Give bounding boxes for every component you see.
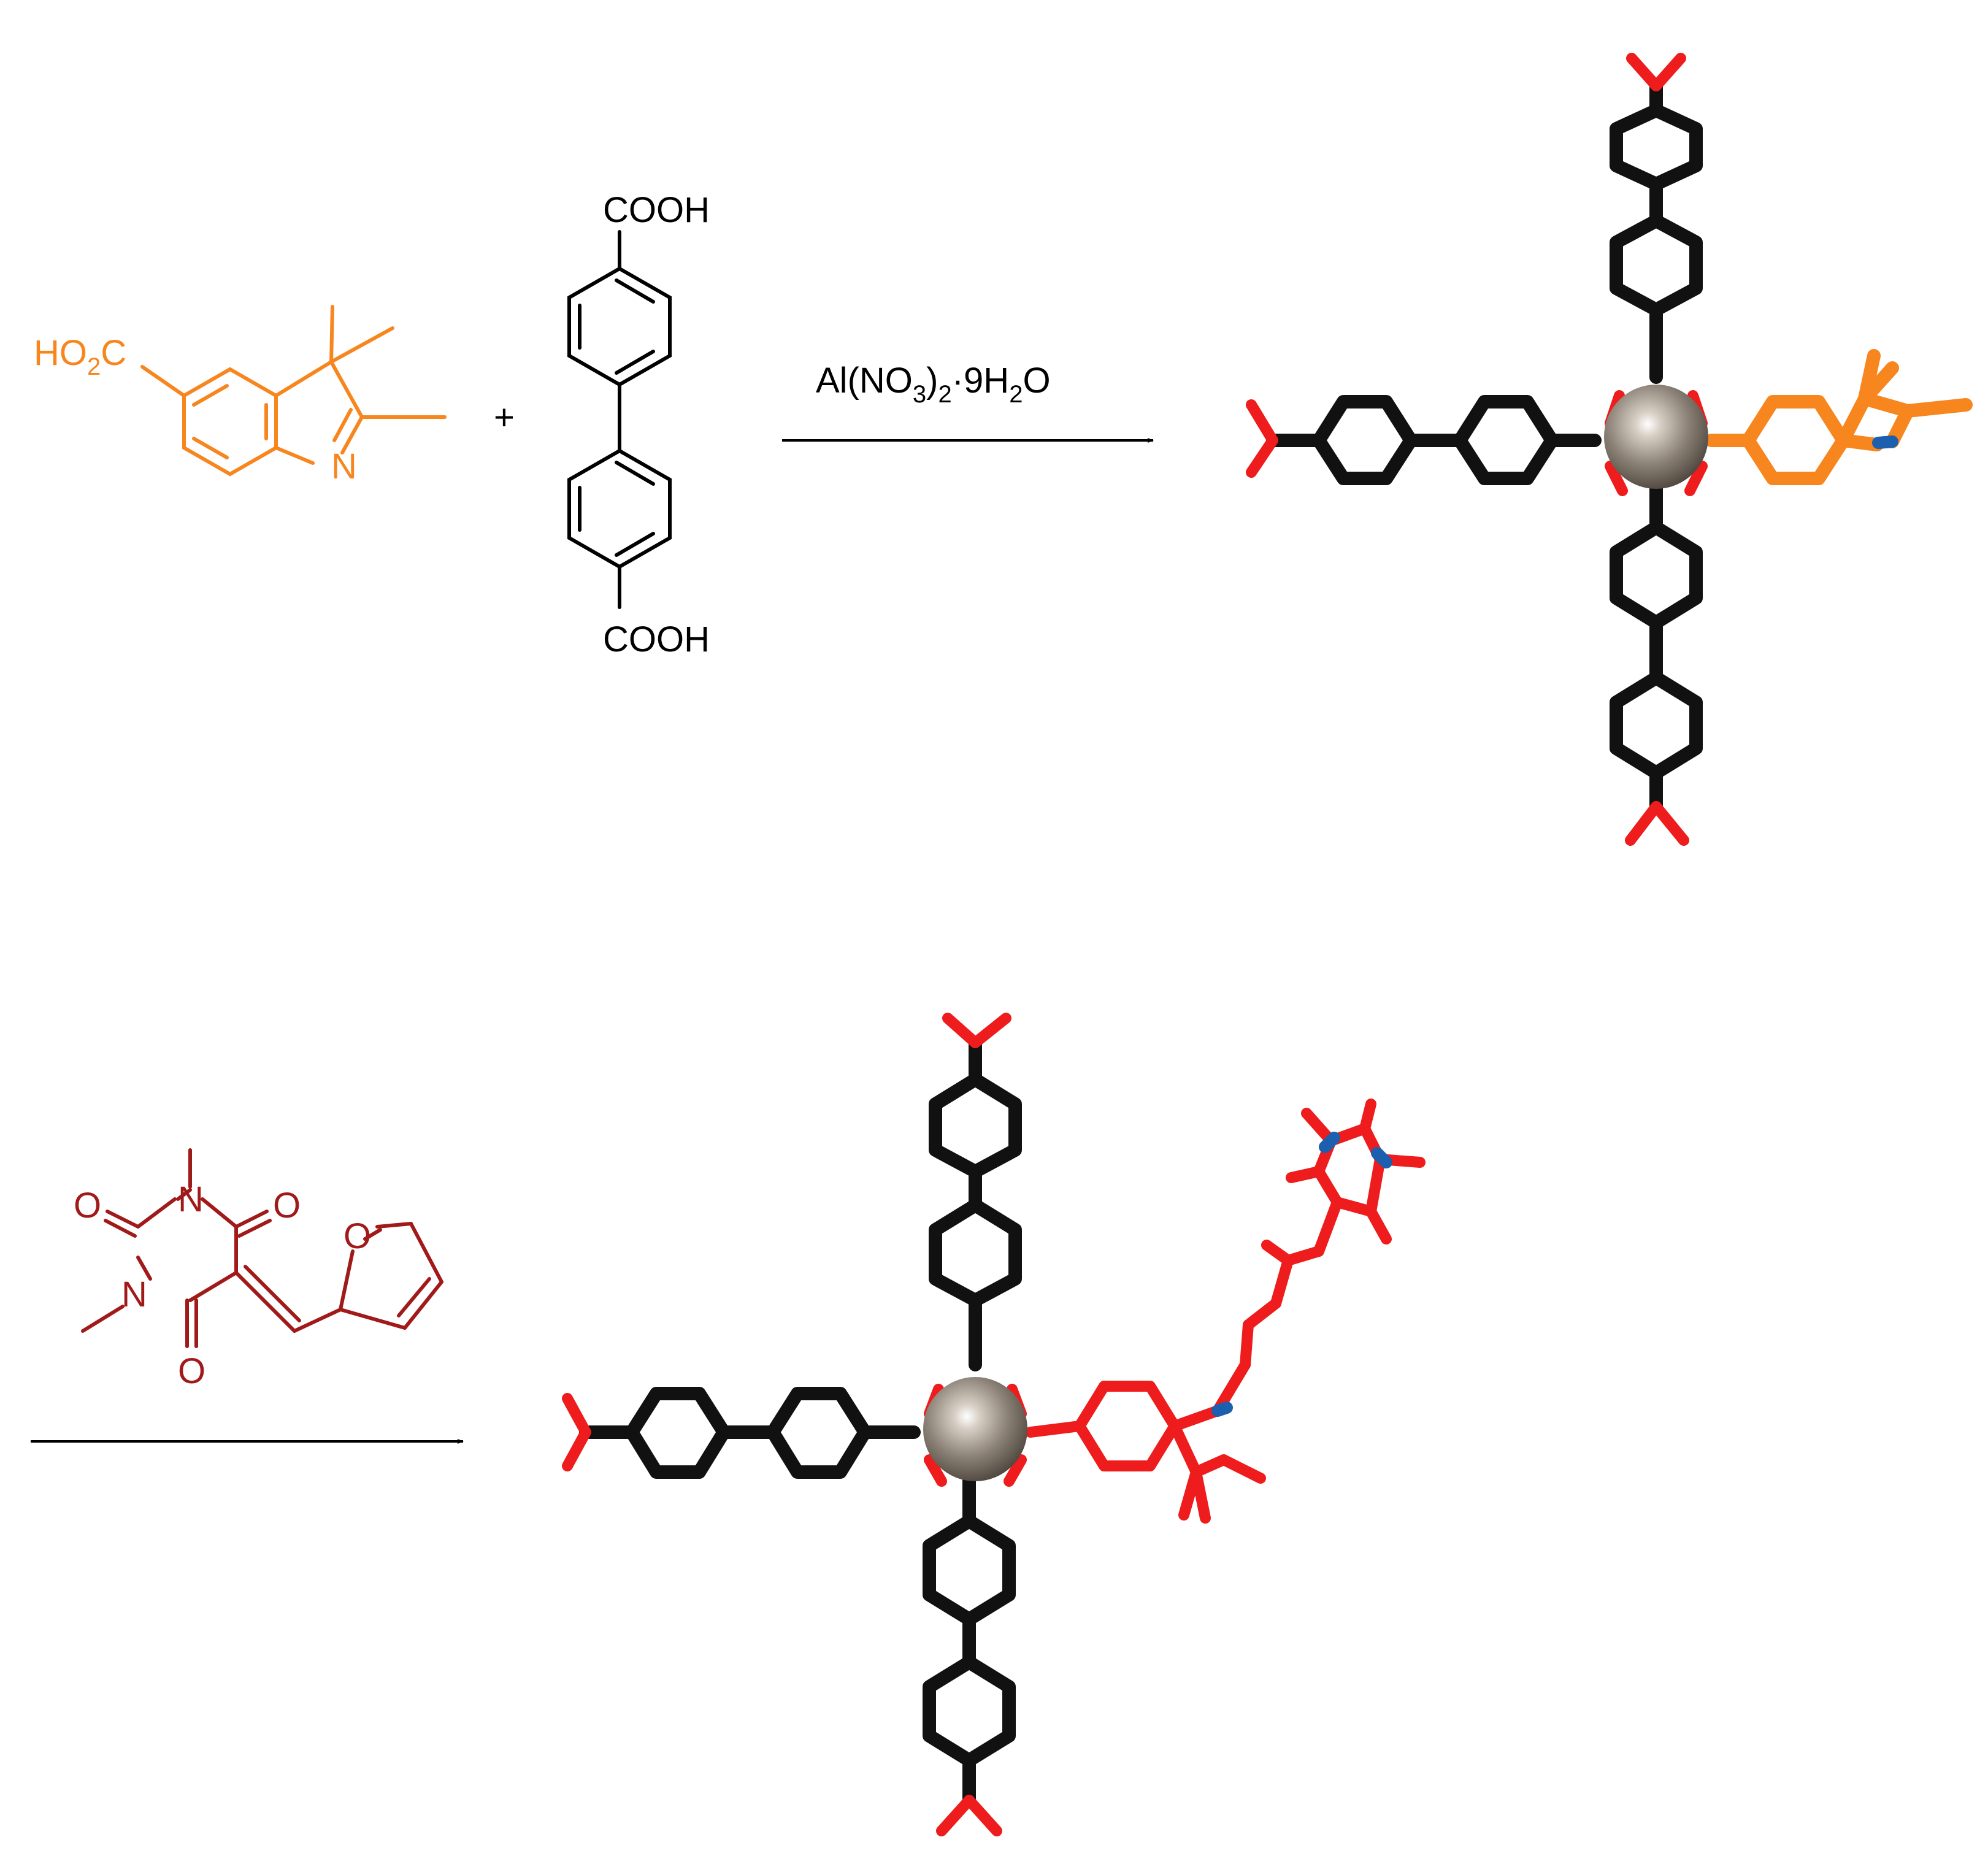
barbiturate-n-bottom: N	[121, 1275, 147, 1314]
barbiturate-n-top: N	[178, 1179, 204, 1219]
linker-bottom-cooh-label: COOH	[603, 619, 710, 659]
metal-cluster-sphere-icon	[1604, 385, 1708, 489]
indolenine-acid-structure	[140, 305, 447, 477]
barbiturate-o-bottom: O	[178, 1351, 205, 1391]
indolenine-acid-label: HO2C	[34, 333, 126, 380]
indolenine-nitrogen-label: N	[331, 447, 357, 486]
biphenyl-dicarboxylic-acid-structure	[567, 230, 672, 609]
barbiturate-furylidene-structure	[81, 1148, 443, 1348]
barbiturate-o-top-right: O	[273, 1186, 301, 1225]
linker-top-cooh-label: COOH	[603, 190, 710, 230]
barbiturate-o-furan: O	[343, 1216, 371, 1256]
plus-sign: +	[494, 397, 515, 437]
reagent-label: Al(NO3)2·9H2O	[816, 361, 1051, 408]
metal-cluster-sphere-icon	[923, 1377, 1027, 1481]
mof-fragment-2	[562, 1013, 1426, 1836]
barbiturate-o-top-left: O	[74, 1186, 101, 1225]
mof-fragment-1	[1246, 53, 1973, 846]
